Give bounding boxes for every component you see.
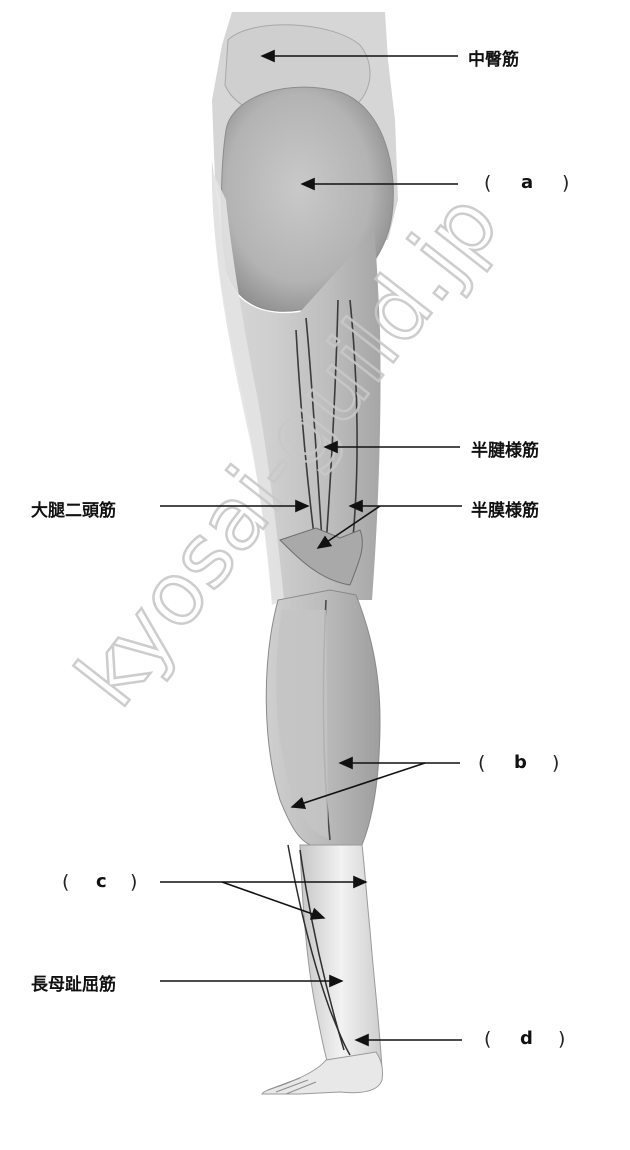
blank-b-close: ) — [552, 752, 559, 774]
label-flexor-hallucis-longus: 長母趾屈筋 — [31, 970, 116, 995]
blank-d-close: ) — [558, 1028, 565, 1050]
blank-b-open: ( — [478, 752, 485, 774]
label-semitendinosus: 半腱様筋 — [471, 436, 539, 461]
blank-a: ( a ) — [484, 170, 584, 198]
blank-d-letter: d — [520, 1028, 533, 1049]
blank-c-close: ) — [130, 871, 137, 893]
blank-d: ( d ) — [484, 1026, 584, 1054]
blank-b-letter: b — [514, 752, 527, 773]
blank-d-open: ( — [484, 1028, 491, 1050]
pointer-b-2 — [292, 763, 425, 807]
label-semimembranosus: 半膜様筋 — [471, 496, 539, 521]
blank-a-letter: a — [521, 172, 533, 193]
blank-c-open: ( — [62, 871, 69, 893]
blank-a-open: ( — [484, 172, 491, 194]
blank-c: ( c ) — [62, 869, 162, 897]
label-biceps-femoris: 大腿二頭筋 — [31, 496, 116, 521]
blank-c-letter: c — [96, 871, 107, 892]
pointer-c-2 — [222, 882, 324, 918]
blank-b: ( b ) — [478, 750, 578, 778]
label-gluteus-medius: 中臀筋 — [468, 45, 519, 70]
pointer-semimembranosus-2 — [318, 506, 380, 548]
blank-a-close: ) — [562, 172, 569, 194]
